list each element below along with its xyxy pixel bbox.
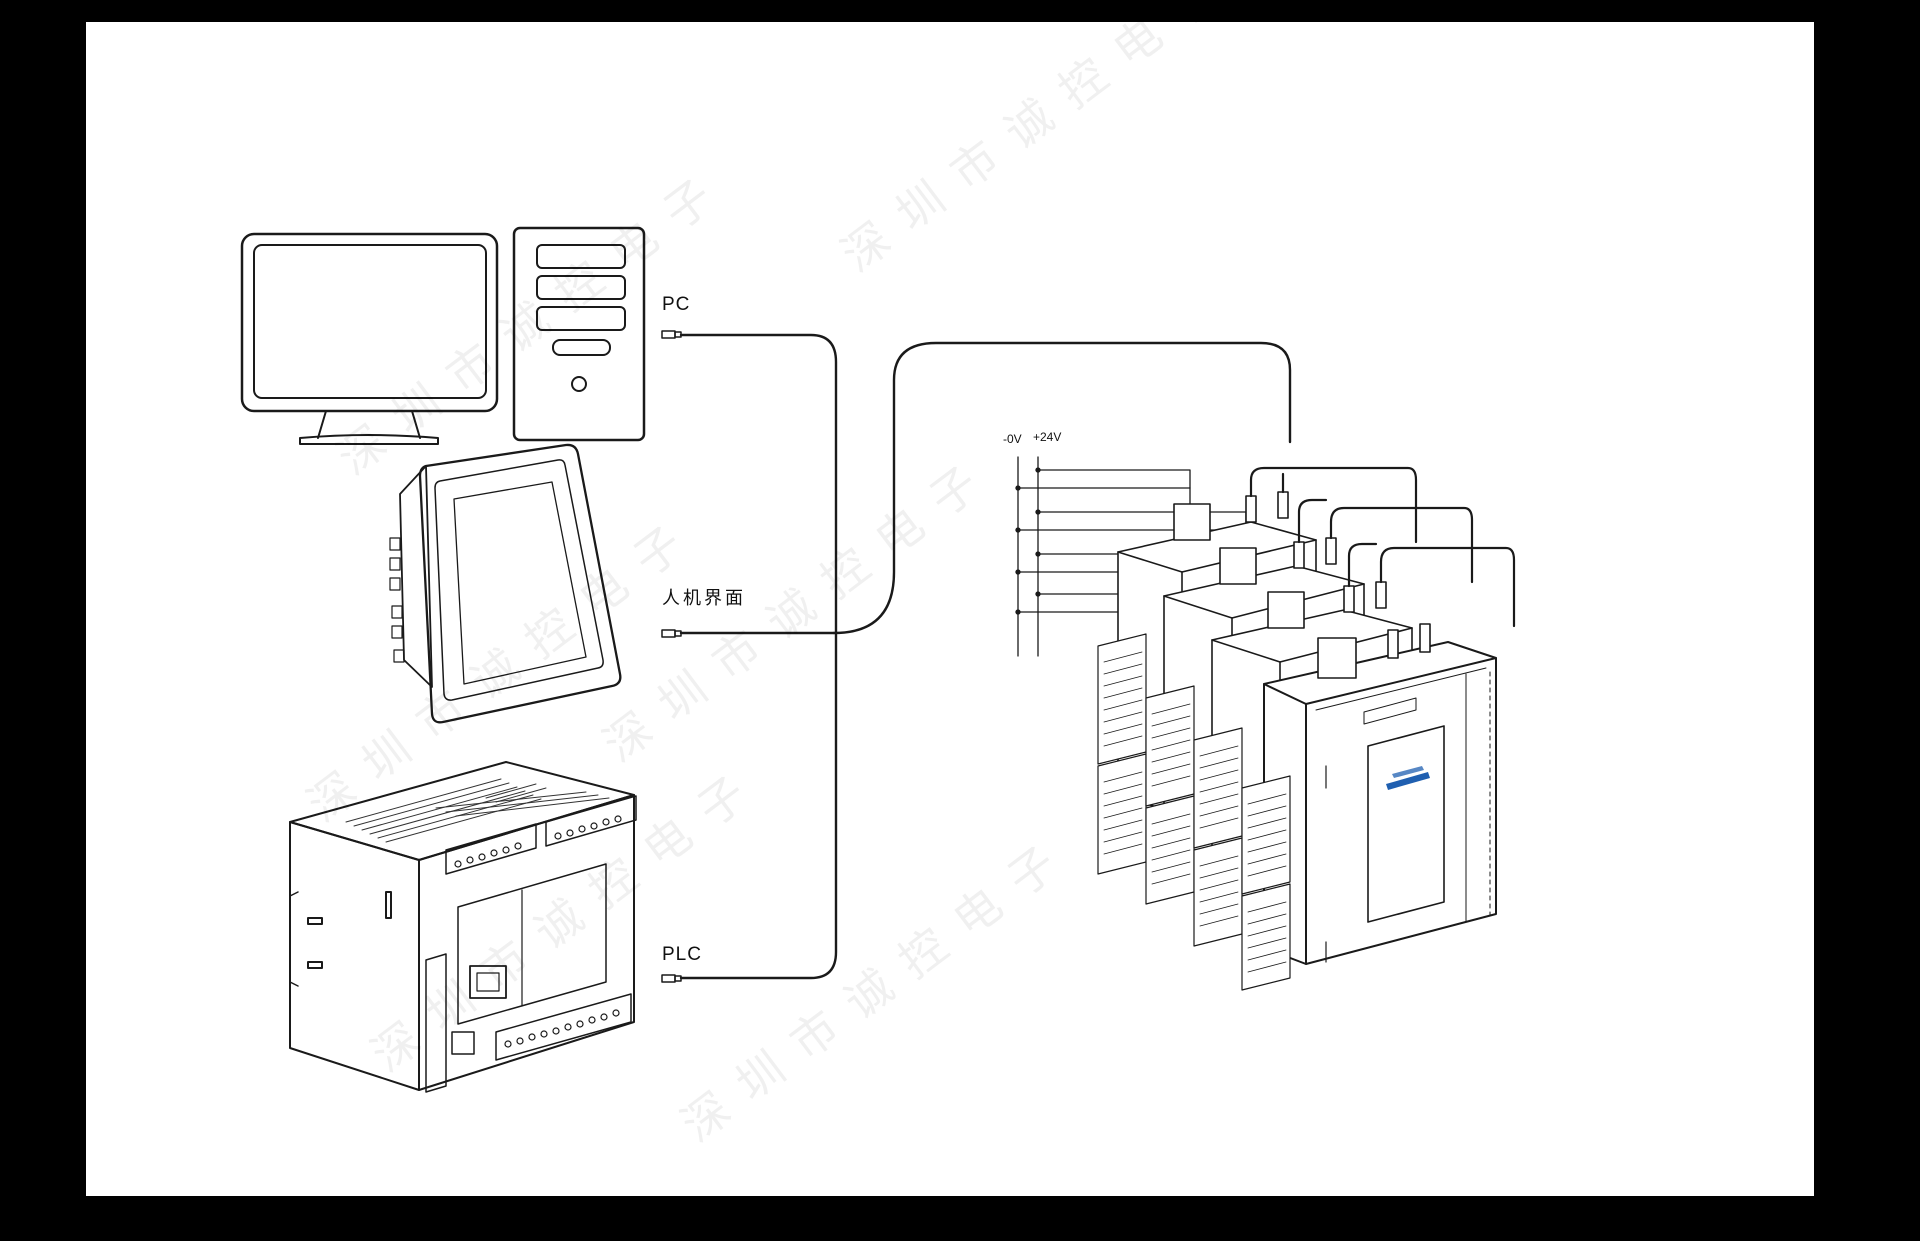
plus-24v-label: +24V xyxy=(1033,430,1062,444)
diagram-canvas: 深圳市诚控电子 深圳市诚控电子 深圳市诚控电子 深圳市诚控电子 深圳市诚控电子 … xyxy=(86,0,1814,1196)
minus-0v-label: -0V xyxy=(1003,432,1022,446)
pc-connector-icon xyxy=(661,330,682,339)
io-module-4 xyxy=(1263,623,1497,965)
io-module-stack xyxy=(1097,466,1516,991)
plc-connector-icon xyxy=(661,974,682,983)
hmi-device xyxy=(389,443,622,724)
hmi-label: 人机界面 xyxy=(662,588,746,609)
pc-label: PC xyxy=(662,294,691,315)
hmi-connector-icon xyxy=(661,629,682,638)
communication-cable xyxy=(679,333,1292,980)
brand-logo-icon xyxy=(1386,766,1430,790)
monitor-icon xyxy=(240,232,499,445)
network-jumpers xyxy=(1249,466,1516,628)
pc-tower-icon xyxy=(512,226,646,442)
rj45-connectors xyxy=(661,330,682,983)
diagram-drawing xyxy=(240,226,1516,1093)
plc-label: PLC xyxy=(662,944,702,965)
pc-device xyxy=(240,226,646,445)
terminal-blocks xyxy=(1097,633,1291,991)
plc-device xyxy=(289,761,637,1093)
